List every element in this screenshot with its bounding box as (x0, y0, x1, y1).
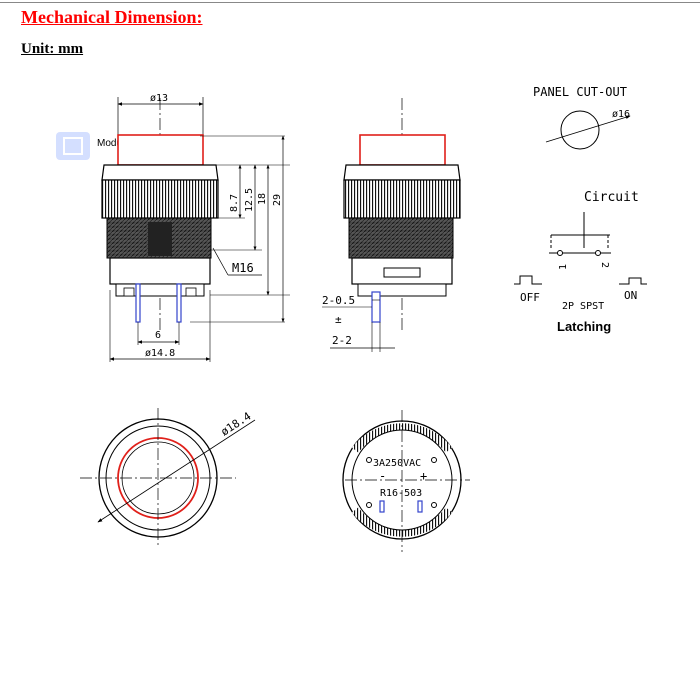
mode-label: Latching (557, 319, 611, 334)
side-view: ø13 8.7 12.5 18 29 M16 (101, 93, 290, 362)
top-rule (0, 2, 700, 3)
dim-29: 29 (272, 194, 283, 206)
bottom-view: 3A250VAC - + R16-503 (342, 410, 470, 552)
dim-tick: ± (335, 313, 342, 326)
dim-18: 18 (257, 193, 268, 205)
pin-side (371, 291, 381, 323)
on-label: ON (624, 289, 637, 302)
pin-left (135, 283, 141, 323)
switch-type: 2P SPST (562, 301, 604, 312)
circuit-title: Circuit (584, 190, 639, 205)
rating-label: 3A250VAC (373, 458, 421, 469)
dim-8-7: 8.7 (229, 194, 240, 212)
dim-2-0-5: 2-0.5 (322, 294, 355, 307)
knurled-bezel (101, 179, 219, 219)
circuit-diagram: Circuit 1 2 OFF ON 2P SPST Latching (514, 190, 647, 334)
dim-d13: ø13 (150, 93, 168, 104)
pin-1-label: 1 (558, 264, 569, 270)
pin-2-label: 2 (599, 262, 610, 268)
button-cap (117, 134, 204, 166)
dim-d14-8: ø14.8 (145, 348, 175, 359)
panel-title: PANEL CUT-OUT (533, 85, 627, 99)
minus-label: - (379, 469, 386, 483)
panel-cutout: PANEL CUT-OUT ø16 (533, 85, 631, 150)
unit-label: Unit: mm (21, 41, 84, 57)
off-label: OFF (520, 291, 540, 304)
top-view: ø18.4 (80, 408, 256, 548)
heading: Mechanical Dimension: (21, 7, 203, 27)
pin-right (176, 283, 182, 323)
front-view: 2-0.5 ± 2-2 (322, 98, 461, 352)
dim-6: 6 (155, 330, 161, 341)
dim-12-5: 12.5 (244, 188, 255, 212)
panel-diameter: ø16 (612, 109, 630, 120)
dim-2-2: 2-2 (332, 334, 352, 347)
thread-label: M16 (232, 261, 254, 275)
model-label: R16-503 (380, 488, 422, 499)
plus-label: + (420, 469, 427, 483)
